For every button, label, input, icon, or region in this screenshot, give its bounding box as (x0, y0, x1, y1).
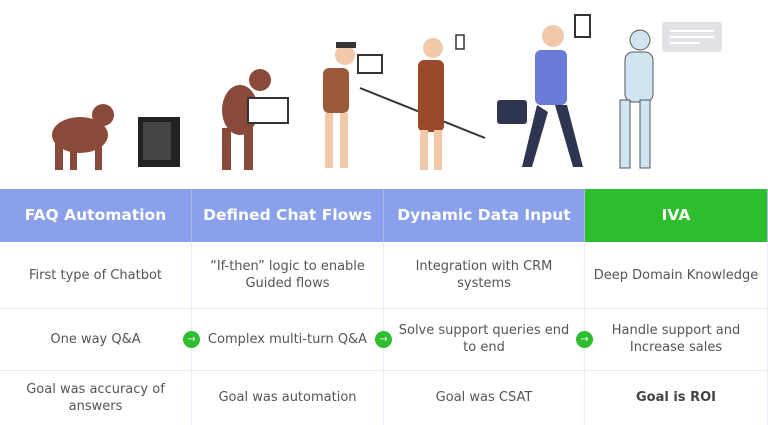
table-cell: Deep Domain Knowledge (585, 242, 768, 308)
table-cell: Solve support queries end to end (384, 308, 585, 370)
arrow-right-icon: → (375, 331, 392, 348)
table-cell: Goal was automation (192, 370, 384, 425)
column-header: FAQ Automation (0, 189, 192, 242)
crt-monitor-icon (138, 117, 180, 167)
flat-monitor-icon (357, 54, 383, 74)
tablet-icon (574, 14, 591, 38)
phone-icon (455, 34, 465, 50)
monitor-icon (247, 97, 289, 124)
table-cell: Goal was CSAT (384, 370, 585, 425)
ape-figure (52, 104, 114, 170)
table-cell: Goal was accuracy of answers (0, 370, 192, 425)
column-header: Dynamic Data Input (384, 189, 585, 242)
column-header: Defined Chat Flows (192, 189, 384, 242)
businessman-figure (522, 25, 583, 167)
tribal-human-figure (418, 38, 444, 170)
robot-figure (619, 29, 654, 169)
table-cell: Goal is ROI (585, 370, 768, 425)
chat-bubble-icon (662, 22, 722, 52)
arrow-right-icon: → (576, 331, 593, 348)
row-divider (0, 370, 768, 371)
table-cell: First type of Chatbot (0, 242, 192, 308)
table-cell: Handle support and Increase sales (585, 308, 768, 370)
arrow-right-icon: → (183, 331, 200, 348)
caveman-figure (323, 42, 356, 168)
table-cell: Complex multi-turn Q&A (192, 308, 384, 370)
evolution-illustration (52, 14, 722, 170)
table-cell: Integration with CRM systems (384, 242, 585, 308)
column-header: IVA (585, 189, 768, 242)
table-cell: “If-then” logic to enable Guided flows (192, 242, 384, 308)
briefcase-icon (497, 100, 527, 124)
table-cell: One way Q&A (0, 308, 192, 370)
row-divider (0, 308, 768, 309)
